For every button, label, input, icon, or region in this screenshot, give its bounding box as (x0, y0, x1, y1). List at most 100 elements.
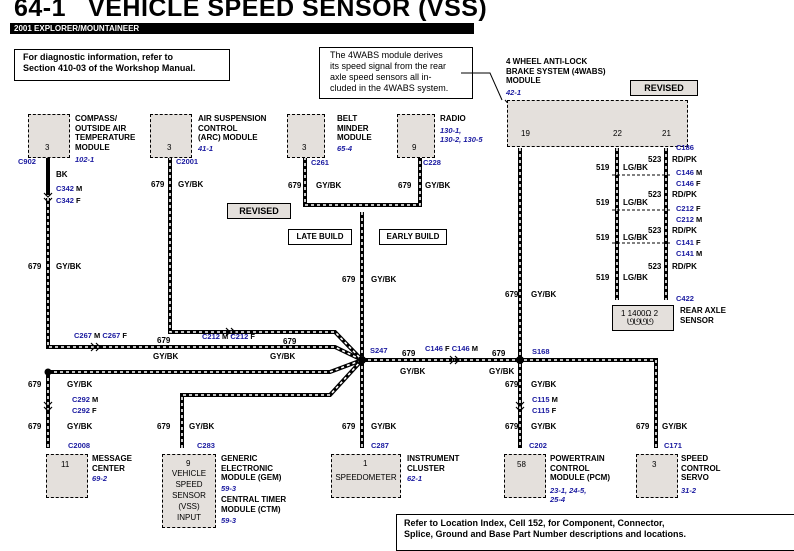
speed-control-servo: 3 (636, 454, 678, 498)
connector-c902: C902 (18, 157, 36, 166)
belt-minder-module: 3 (287, 114, 325, 158)
wire-gybk-servo: GY/BK (662, 422, 688, 431)
wire-679-arc: 679 (151, 180, 165, 189)
wire-519-a: 519 (596, 163, 610, 172)
wire-gybk-gem: GY/BK (189, 422, 215, 431)
wire-lgbk-c: LG/BK (623, 233, 648, 242)
wire-679-gem: 679 (157, 422, 171, 431)
ctm-ref: 59-3 (221, 516, 237, 525)
wire-679-msg2: 679 (28, 422, 42, 431)
coil-icon: ᘎᘎᘎᘎ (627, 317, 654, 327)
wire-679-servo: 679 (636, 422, 650, 431)
wire-523-a: 523 (648, 155, 662, 164)
connector-c422: C422 (676, 294, 694, 303)
connector-c141-m: C141 M (676, 249, 703, 258)
wire-gybk-left: GY/BK (56, 262, 82, 271)
wire-gybk-msg2: GY/BK (67, 422, 93, 431)
connector-c186: C186 (676, 143, 694, 152)
connector-c228: C228 (423, 158, 441, 167)
connector-c115-m: C115 M (532, 395, 558, 404)
connector-c292-m: C292 M (72, 395, 99, 404)
pcm-ref: 23-1, 24-5,25-4 (550, 486, 587, 504)
wire-gybk-pcm3: GY/BK (531, 422, 557, 431)
wire-679-radio: 679 (398, 181, 412, 190)
wire-519-b: 519 (596, 198, 610, 207)
connector-c202: C202 (529, 441, 547, 450)
wire-679-left: 679 (28, 262, 42, 271)
wire-519-d: 519 (596, 273, 610, 282)
wire-523-c: 523 (648, 226, 662, 235)
wire-gybk-center: GY/BK (371, 275, 397, 284)
wire-679-pcm3: 679 (505, 422, 519, 431)
wire-rdpk-c: RD/PK (672, 226, 697, 235)
wire-gybk-bus2: GY/BK (270, 352, 296, 361)
diagnostic-note: For diagnostic information, refer to Sec… (14, 49, 230, 81)
wire-679-bus2: 679 (283, 337, 297, 346)
wire-lgbk-b: LG/BK (623, 198, 648, 207)
wire-gybk-arc: GY/BK (178, 180, 204, 189)
connector-c2008: C2008 (68, 441, 91, 450)
compass-module: 3 (28, 114, 70, 158)
wire-gybk-bus4: GY/BK (489, 367, 515, 376)
connector-c146-m-r: C146 M (676, 168, 703, 177)
wire-679-bus1: 679 (157, 336, 171, 345)
connector-c2001: C2001 (176, 157, 199, 166)
splice-s168: S168 (532, 347, 550, 356)
splice-s247: S247 (370, 346, 388, 355)
wire-gybk-radio: GY/BK (425, 181, 451, 190)
wire-rdpk-d: RD/PK (672, 262, 697, 271)
wire-lgbk-d: LG/BK (623, 273, 648, 282)
wire-gybk-belt: GY/BK (316, 181, 342, 190)
radio-module: 9 (397, 114, 435, 158)
connector-c146-bus: C146 F C146 M (425, 344, 478, 353)
connector-c146-f-r: C146 F (676, 179, 701, 188)
revised-tag-top: REVISED (630, 80, 698, 96)
wire-679-pcm: 679 (505, 290, 519, 299)
wire-rdpk-b: RD/PK (672, 190, 697, 199)
connector-c292-f: C292 F (72, 406, 97, 415)
cluster-ref: 62-1 (407, 474, 423, 483)
radio-label: RADIO (440, 114, 466, 123)
instrument-cluster: 1 SPEEDOMETER (331, 454, 401, 498)
late-build-label: LATE BUILD (288, 229, 352, 245)
connector-c171: C171 (664, 441, 682, 450)
rear-axle-sensor: 1 1400Ω 2 ᘎᘎᘎᘎ (612, 305, 674, 331)
wire-679-pcm2: 679 (505, 380, 519, 389)
compass-ref: 102-1 (75, 155, 95, 164)
belt-ref: 65-4 (337, 144, 353, 153)
wire-523-b: 523 (648, 190, 662, 199)
wire-rdpk-a: RD/PK (672, 155, 697, 164)
revised-tag-mid: REVISED (227, 203, 291, 219)
wire-gybk-pcm: GY/BK (531, 290, 557, 299)
arc-module: 3 (150, 114, 192, 158)
wire-679-belt: 679 (288, 181, 302, 190)
early-build-label: EARLY BUILD (379, 229, 447, 245)
connector-c115-f: C115 F (532, 406, 557, 415)
wire-679-bus3: 679 (402, 349, 416, 358)
wire-679-center: 679 (342, 275, 356, 284)
gem-ref: 59-3 (221, 484, 237, 493)
wabs-module: 19 22 21 (507, 100, 688, 147)
arc-ref: 41-1 (198, 144, 214, 153)
sensor-resistance: 1 1400Ω 2 (621, 309, 659, 318)
radio-ref: 130-1,130-2, 130-5 (440, 126, 483, 144)
wire-gybk-bus1: GY/BK (153, 352, 179, 361)
connector-c261: C261 (311, 158, 329, 167)
pcm-module: 58 (504, 454, 546, 498)
connector-c342-m: C342 M (56, 184, 83, 193)
wire-519-c: 519 (596, 233, 610, 242)
wire-gybk-cluster: GY/BK (371, 422, 397, 431)
connector-c342-f: C342 F (56, 196, 81, 205)
wire-679-bus4: 679 (492, 349, 506, 358)
